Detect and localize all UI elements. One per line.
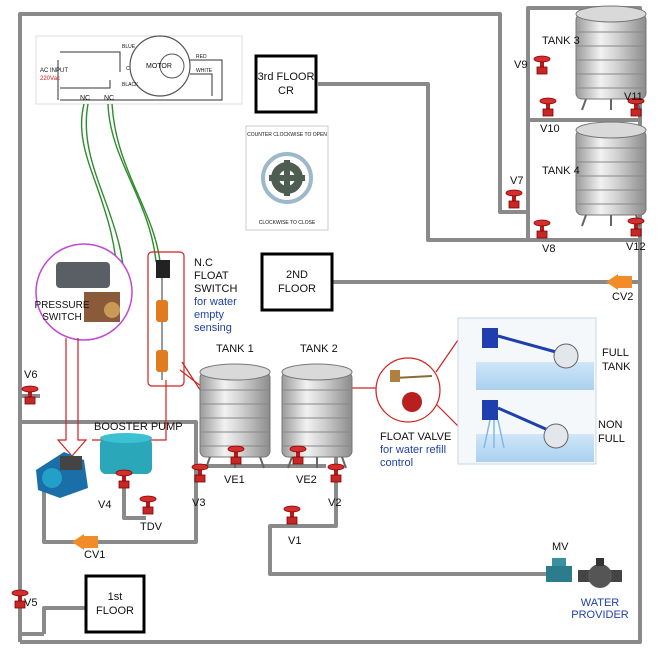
label-v7: V7 bbox=[510, 175, 523, 187]
valve-v10 bbox=[539, 97, 557, 117]
label-v2: V2 bbox=[328, 497, 341, 509]
third-floor-box: 3rd FLOOR CR bbox=[254, 54, 318, 114]
float-valve-title: FLOAT VALVE bbox=[380, 431, 451, 443]
svg-text:2ND: 2ND bbox=[286, 269, 308, 281]
cw-close-label: CLOCKWISE TO CLOSE bbox=[259, 220, 316, 226]
voltage-label: 220Vac bbox=[40, 76, 60, 82]
non-full-label-2: FULL bbox=[598, 433, 625, 445]
ac-input-label: AC INPUT bbox=[40, 68, 68, 74]
pipe-network bbox=[18, 6, 642, 644]
label-v5: V5 bbox=[24, 597, 37, 609]
label-ve1: VE1 bbox=[224, 474, 245, 486]
tank-4 bbox=[575, 121, 647, 227]
nc-terminal-1: NC bbox=[80, 95, 90, 102]
provider-label-2: PROVIDER bbox=[571, 609, 629, 621]
first-floor-box: 1st FLOOR bbox=[84, 574, 146, 634]
wire-white-label: WHITE bbox=[196, 68, 213, 74]
valve-tdv bbox=[139, 495, 157, 515]
label-cv2: CV2 bbox=[612, 291, 633, 303]
label-v12: V12 bbox=[626, 241, 646, 253]
motor-label: MOTOR bbox=[146, 63, 172, 70]
svg-text:3rd FLOOR: 3rd FLOOR bbox=[258, 71, 315, 83]
provider-label-1: WATER bbox=[581, 597, 620, 609]
check-valve-cv2 bbox=[606, 274, 632, 290]
full-tank-float bbox=[482, 328, 579, 369]
svg-text:CR: CR bbox=[278, 85, 294, 97]
float-switch-panel bbox=[147, 251, 185, 387]
tank-1-label: TANK 1 bbox=[216, 343, 254, 355]
wire-blue-label: BLUE bbox=[122, 44, 136, 50]
valve-v1 bbox=[283, 505, 301, 525]
tank-4-label: TANK 4 bbox=[542, 165, 580, 177]
check-valve-cv1 bbox=[72, 534, 98, 550]
label-v1: V1 bbox=[288, 535, 301, 547]
pressure-switch bbox=[35, 243, 133, 341]
label-tdv: TDV bbox=[140, 521, 163, 533]
float-switch-title-1: N.C bbox=[194, 257, 213, 269]
valve-direction-card: COUNTER CLOCKWISE TO OPEN CLOCKWISE TO C… bbox=[245, 125, 329, 231]
label-v6: V6 bbox=[24, 369, 37, 381]
float-valve-note-2: control bbox=[380, 457, 413, 469]
label-v8: V8 bbox=[542, 243, 555, 255]
booster-pump bbox=[36, 433, 152, 498]
label-v4: V4 bbox=[98, 499, 111, 511]
tank-2 bbox=[281, 363, 353, 469]
full-tank-label-2: TANK bbox=[602, 361, 631, 373]
svg-text:FLOOR: FLOOR bbox=[278, 283, 316, 295]
float-switch-note-3: sensing bbox=[194, 322, 232, 334]
capacitor-label: C bbox=[126, 66, 130, 72]
nc-terminal-2: NC bbox=[104, 95, 114, 102]
tank-2-label: TANK 2 bbox=[300, 343, 338, 355]
wiring-diagram: AC INPUT 220Vac BLUE BLACK RED WHITE C M… bbox=[35, 35, 243, 105]
label-cv1: CV1 bbox=[84, 549, 105, 561]
valve-v9 bbox=[533, 55, 551, 75]
valve-v4 bbox=[115, 469, 133, 489]
svg-text:FLOOR: FLOOR bbox=[96, 605, 134, 617]
valve-v8 bbox=[533, 219, 551, 239]
wire-black-label: BLACK bbox=[122, 82, 139, 88]
second-floor-box: 2ND FLOOR bbox=[260, 252, 334, 312]
booster-pump-label: BOOSTER PUMP bbox=[94, 421, 183, 433]
label-v9: V9 bbox=[514, 59, 527, 71]
water-meter-icon bbox=[578, 558, 622, 588]
valve-v7 bbox=[505, 189, 523, 209]
handwheel-icon bbox=[269, 160, 305, 196]
meter-valve-mv bbox=[546, 558, 572, 582]
pressure-switch-label-2: SWITCH bbox=[42, 312, 81, 323]
tank-state-panel bbox=[457, 317, 597, 465]
ccw-open-label: COUNTER CLOCKWISE TO OPEN bbox=[247, 132, 327, 138]
wire-red-label: RED bbox=[196, 54, 207, 60]
full-tank-label-1: FULL bbox=[602, 347, 629, 359]
tank-3-label: TANK 3 bbox=[542, 35, 580, 47]
float-switch-title-2: FLOAT bbox=[194, 270, 229, 282]
non-full-label-1: NON bbox=[598, 419, 623, 431]
float-valve bbox=[375, 357, 441, 423]
float-valve-note-1: for water refill bbox=[380, 444, 446, 456]
label-ve2: VE2 bbox=[296, 474, 317, 486]
float-switch-title-3: SWITCH bbox=[194, 283, 237, 295]
label-v3: V3 bbox=[192, 497, 205, 509]
label-v11: V11 bbox=[624, 91, 643, 103]
pressure-switch-label-1: PRESSURE bbox=[34, 300, 89, 311]
label-v10: V10 bbox=[540, 123, 560, 135]
label-mv: MV bbox=[552, 541, 569, 553]
float-switch-note-1: for water bbox=[194, 296, 237, 308]
valve-v2 bbox=[327, 463, 345, 483]
svg-text:1st: 1st bbox=[108, 591, 123, 603]
float-switch-note-2: empty bbox=[194, 309, 224, 321]
non-full-tank-float bbox=[482, 400, 569, 449]
